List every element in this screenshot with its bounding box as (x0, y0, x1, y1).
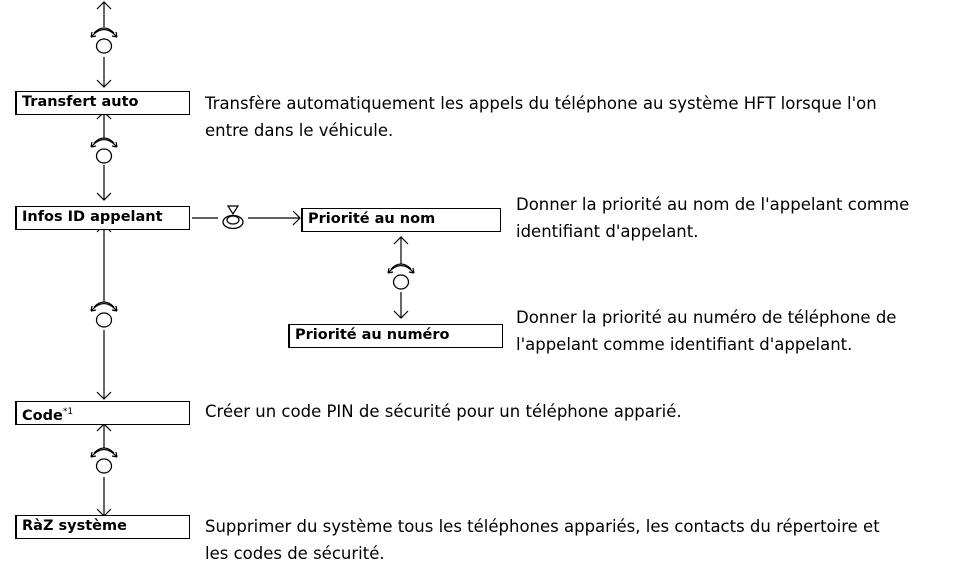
submenu-item-priorite-numero: Priorité au numéro (288, 324, 503, 348)
description-line: Transfère automatiquement les appels du … (205, 94, 877, 113)
description-raz-systeme: Supprimer du système tous les téléphones… (205, 513, 880, 567)
arrow-head-down (96, 79, 112, 88)
footnote-marker: *1 (62, 407, 74, 417)
description-priorite-nom: Donner la priorité au nom de l'appelant … (516, 191, 909, 245)
description-code: Créer un code PIN de sécurité pour un té… (205, 398, 682, 425)
arrow-head-down (96, 391, 112, 400)
selector-knob-press-icon (222, 205, 244, 230)
arrow-head-up (96, 1, 112, 10)
description-transfert-auto: Transfère automatiquement les appels du … (205, 90, 877, 144)
selector-knob-rotate-icon (90, 301, 118, 328)
description-line: Créer un code PIN de sécurité pour un té… (205, 402, 682, 421)
description-line: Donner la priorité au nom de l'appelant … (516, 195, 910, 214)
menu-item-code-label: Code (22, 408, 63, 424)
description-line: entre dans le véhicule. (205, 121, 394, 140)
arrow-head-up (393, 236, 409, 245)
menu-item-raz-systeme: RàZ système (15, 515, 190, 539)
description-line: l'appelant comme identifiant d'appelant. (516, 335, 853, 354)
arrow-head-down (393, 310, 409, 319)
description-line: identifiant d'appelant. (516, 222, 699, 241)
menu-item-infos-id-appelant: Infos ID appelant (15, 206, 190, 230)
selector-knob-rotate-icon (90, 27, 118, 54)
description-line: Supprimer du système tous les téléphones… (205, 517, 880, 536)
selector-knob-rotate-icon (90, 137, 118, 164)
submenu-item-priorite-nom: Priorité au nom (301, 208, 501, 232)
menu-item-transfert-auto: Transfert auto (15, 91, 190, 115)
selector-knob-rotate-icon (90, 447, 118, 474)
description-priorite-numero: Donner la priorité au numéro de téléphon… (516, 304, 896, 358)
selector-knob-rotate-icon (387, 263, 415, 290)
menu-item-code: Code*1 (15, 401, 190, 425)
description-line: Donner la priorité au numéro de téléphon… (516, 308, 897, 327)
arrow-head-right (292, 210, 301, 226)
arrow-head-down (96, 192, 112, 201)
description-line: les codes de sécurité. (205, 544, 385, 563)
